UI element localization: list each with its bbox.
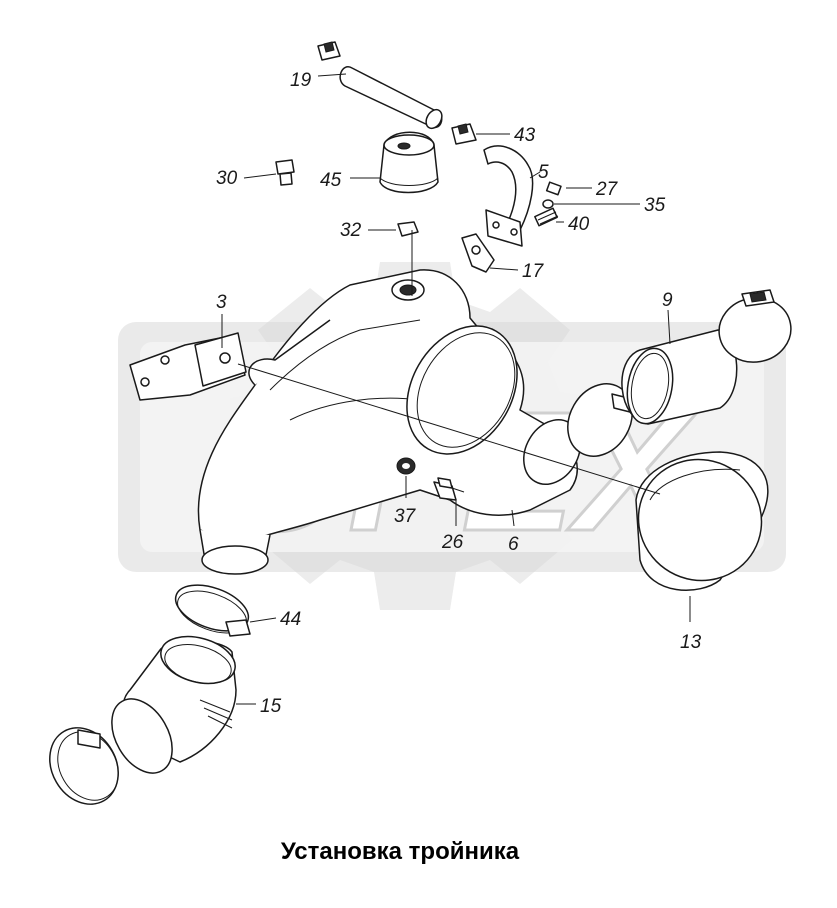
callout-15: 15: [260, 696, 282, 717]
elbow-15: [111, 635, 237, 774]
callout-6: 6: [508, 534, 519, 555]
bolt-30: [275, 159, 295, 186]
callout-40: 40: [568, 214, 590, 235]
callout-5: 5: [538, 162, 549, 183]
bracket: [129, 332, 247, 401]
nut-32: [397, 221, 419, 237]
fitting-40: [534, 207, 559, 227]
fitting-27: [545, 181, 562, 196]
tee-body: [197, 269, 581, 575]
filter-cap-13: [635, 451, 769, 591]
clamp-bottom-left: [49, 727, 119, 805]
callout-26: 26: [441, 532, 464, 553]
hose-19: [339, 66, 443, 130]
clamp-19: [317, 41, 341, 61]
gasket-17: [461, 233, 495, 273]
diagram-caption: Установка тройника: [280, 838, 520, 865]
callout-labels: 19 43 5 27 35 40 30 45 32 17 3 9 37 26 6…: [216, 70, 702, 717]
clamp-6-9: [567, 383, 633, 457]
axis-line: [237, 363, 661, 495]
bolt-26: [433, 477, 465, 501]
clamp-top-right: [718, 289, 792, 363]
callout-3: 3: [216, 292, 227, 313]
callout-27: 27: [595, 179, 619, 200]
callout-45: 45: [320, 170, 342, 191]
callout-44: 44: [280, 609, 301, 630]
callout-9: 9: [662, 290, 673, 311]
callout-32: 32: [340, 220, 362, 241]
callout-43: 43: [514, 125, 536, 146]
fitting-35: [542, 199, 554, 209]
sleeve-9: [621, 329, 738, 425]
callout-35: 35: [644, 195, 666, 216]
leader-lines: [221, 73, 691, 705]
clamp-44: [174, 584, 251, 637]
callout-37: 37: [394, 506, 417, 527]
cap-45: [379, 131, 439, 194]
callout-30: 30: [216, 168, 238, 189]
callout-19: 19: [290, 70, 312, 91]
washer-37: [396, 457, 416, 475]
callout-17: 17: [522, 261, 545, 282]
clamp-43: [451, 123, 477, 145]
pipe-5: [483, 145, 534, 247]
callout-13: 13: [680, 632, 702, 653]
